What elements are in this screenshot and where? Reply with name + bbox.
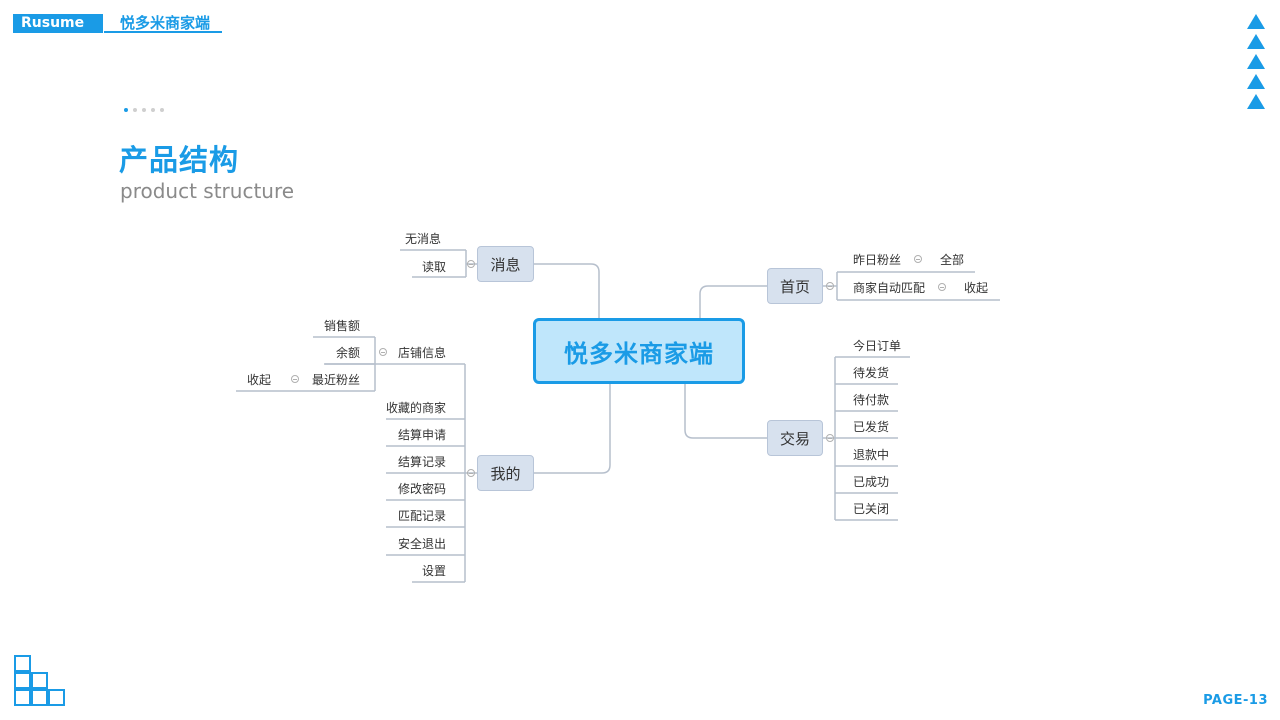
leaf-pending-shipment: 待发货 xyxy=(853,366,890,380)
triangle-decoration xyxy=(1247,14,1267,114)
leaf-collapse-text: 收起 xyxy=(247,373,272,387)
collapse-toggle-icon[interactable] xyxy=(467,469,475,477)
collapse-toggle-icon[interactable] xyxy=(938,283,946,291)
square-icon xyxy=(48,689,65,706)
triangle-icon xyxy=(1247,94,1265,109)
collapse-toggle-icon[interactable] xyxy=(379,348,387,356)
leaf-balance: 余额 xyxy=(335,346,360,360)
collapse-toggle-icon[interactable] xyxy=(467,260,475,268)
leaf-match-records: 匹配记录 xyxy=(397,509,446,523)
collapse-toggle-icon[interactable] xyxy=(914,255,922,263)
square-icon xyxy=(31,689,48,706)
leaf-recent-fans: 最近粉丝 xyxy=(311,373,360,387)
connector-root-trade xyxy=(684,384,767,439)
collapse-toggle-icon[interactable] xyxy=(291,375,299,383)
stacked-squares-logo xyxy=(14,655,66,706)
collapse-toggle-icon[interactable] xyxy=(826,434,834,442)
page-dot[interactable] xyxy=(142,108,146,112)
branch-home: 首页 xyxy=(767,268,823,304)
leaf-settlement-apply: 结算申请 xyxy=(397,428,446,442)
page-dot-active[interactable] xyxy=(124,108,128,112)
leaf-change-password: 修改密码 xyxy=(397,482,446,496)
leaf-store-info: 店铺信息 xyxy=(397,346,446,360)
section-title: 产品结构 xyxy=(119,143,240,177)
leaf-settlement-records: 结算记录 xyxy=(397,455,446,469)
leaf-auto-match: 商家自动匹配 xyxy=(853,281,926,295)
square-icon xyxy=(14,672,31,689)
square-icon xyxy=(14,689,31,706)
leaf-settings: 设置 xyxy=(421,564,446,578)
branch-trade: 交易 xyxy=(767,420,823,456)
leaf-collapse-text: 收起 xyxy=(964,281,989,295)
square-icon xyxy=(31,672,48,689)
branch-messages: 消息 xyxy=(477,246,534,282)
collapse-toggle-icon[interactable] xyxy=(826,282,834,290)
page-dot[interactable] xyxy=(160,108,164,112)
triangle-icon xyxy=(1247,54,1265,69)
section-subtitle: product structure xyxy=(120,179,295,203)
connector-root-messages xyxy=(534,263,600,318)
resume-tag: Rusume xyxy=(13,14,103,33)
leaf-safe-logout: 安全退出 xyxy=(397,537,446,551)
leaf-read: 读取 xyxy=(422,260,447,274)
triangle-icon xyxy=(1247,14,1265,29)
leaf-shipped: 已发货 xyxy=(853,420,890,434)
leaf-closed: 已关闭 xyxy=(853,502,890,516)
square-icon xyxy=(14,655,31,672)
branch-mine: 我的 xyxy=(477,455,534,491)
connector-root-mine xyxy=(534,384,611,474)
page-dot[interactable] xyxy=(151,108,155,112)
leaf-favorite-merchants: 收藏的商家 xyxy=(385,401,446,415)
leaf-refunding: 退款中 xyxy=(853,448,890,462)
leaf-no-messages: 无消息 xyxy=(405,232,442,246)
leaf-all: 全部 xyxy=(940,253,965,267)
document-title: 悦多米商家端 xyxy=(104,13,222,33)
mindmap-root-node: 悦多米商家端 xyxy=(533,318,745,384)
leaf-pending-payment: 待付款 xyxy=(853,393,890,407)
page-dot[interactable] xyxy=(133,108,137,112)
triangle-icon xyxy=(1247,34,1265,49)
connector-store-info xyxy=(236,336,376,392)
triangle-icon xyxy=(1247,74,1265,89)
leaf-succeeded: 已成功 xyxy=(853,475,890,489)
leaf-yesterday-fans: 昨日粉丝 xyxy=(853,253,902,267)
page-dots xyxy=(124,108,164,112)
leaf-today-orders: 今日订单 xyxy=(853,339,902,353)
connector-root-home xyxy=(699,285,767,318)
leaf-sales: 销售额 xyxy=(323,319,360,333)
page-number: PAGE-13 xyxy=(1203,693,1268,708)
